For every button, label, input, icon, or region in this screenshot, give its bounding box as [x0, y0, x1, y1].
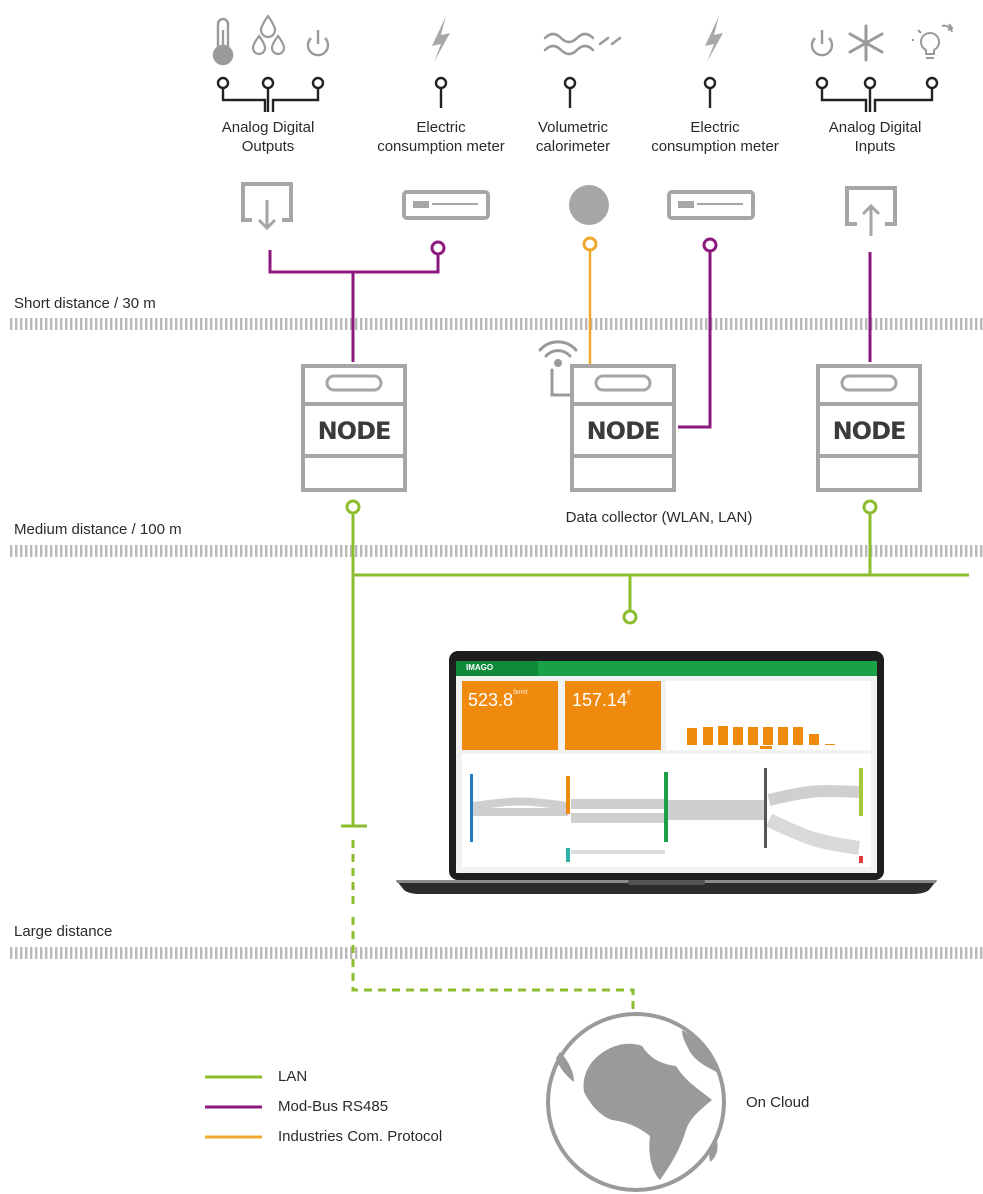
medium-distance-band [10, 545, 983, 557]
node-logo-center: NODE [586, 417, 661, 445]
node-unit-left [301, 364, 407, 492]
input-module-icon [845, 186, 897, 236]
modbus-ports [430, 237, 718, 256]
electric-meter-device-2 [667, 190, 755, 220]
lan-ports [345, 499, 878, 625]
electric-meter-1-label: Electric consumption meter [377, 119, 505, 155]
fan-icon [848, 24, 884, 62]
electric-meter-device-1 [402, 190, 490, 220]
legend-item-lan: LAN [278, 1068, 308, 1085]
medium-distance-label: Medium distance / 100 m [14, 521, 182, 538]
kpi-1-value: 523.8 [468, 690, 514, 710]
output-connectors [216, 76, 325, 112]
kpi-2-unit: € [627, 690, 631, 697]
legend-item-modbus: Mod-Bus RS485 [278, 1098, 389, 1115]
large-distance-label: Large distance [14, 923, 113, 940]
analog-digital-inputs-label: Analog Digital Inputs [828, 119, 922, 155]
on-cloud-label: On Cloud [746, 1094, 810, 1111]
volumetric-calorimeter-label: Volumetric calorimeter [535, 119, 611, 155]
dashboard-bar-chart [687, 726, 835, 749]
calorimeter-connector [563, 76, 577, 108]
node-logo-left: NODE [317, 417, 392, 445]
analog-digital-outputs-label: Analog Digital Outputs [221, 119, 315, 155]
dashboard-app-name: IMAGO [466, 663, 494, 672]
input-connectors [815, 76, 939, 112]
industrial-protocol-wiring [582, 236, 598, 370]
dashboard-sankey [472, 784, 861, 855]
meter-connector-2 [703, 76, 717, 108]
legend-swatches [205, 1075, 262, 1139]
node-unit-right [816, 364, 922, 492]
large-distance-band [10, 947, 983, 959]
short-distance-band [10, 318, 983, 330]
meter-connector-1 [434, 76, 448, 108]
power-icon-2 [810, 30, 834, 57]
kpi-1-unit: Sm³/t [513, 690, 528, 696]
lightning-icon [432, 16, 450, 62]
electric-meter-2-label: Electric consumption meter [651, 119, 779, 155]
lightning-icon-2 [705, 16, 723, 62]
power-icon [306, 30, 330, 57]
short-distance-label: Short distance / 30 m [14, 295, 156, 312]
kpi-2-value: 157.14 [572, 690, 628, 710]
modbus-wiring [268, 250, 872, 429]
lan-network [341, 513, 969, 1016]
globe-icon [546, 1012, 726, 1192]
wifi-icon [538, 340, 578, 397]
lightbulb-icon [912, 23, 954, 59]
dashboard-kpi-1: 523.8Sm³/t [468, 690, 527, 711]
node-logo-right: NODE [832, 417, 907, 445]
calorimeter-device [569, 185, 609, 225]
thermometer-icon [212, 17, 234, 66]
legend-item-industrial: Industries Com. Protocol [278, 1128, 443, 1145]
output-module-icon [241, 182, 293, 231]
dashboard-screen [456, 661, 877, 867]
node-unit-center [570, 364, 676, 492]
flow-waves-icon [543, 32, 622, 56]
data-collector-label: Data collector (WLAN, LAN) [565, 509, 753, 526]
water-drops-icon [251, 14, 286, 56]
dashboard-kpi-2: 157.14€ [572, 690, 631, 711]
